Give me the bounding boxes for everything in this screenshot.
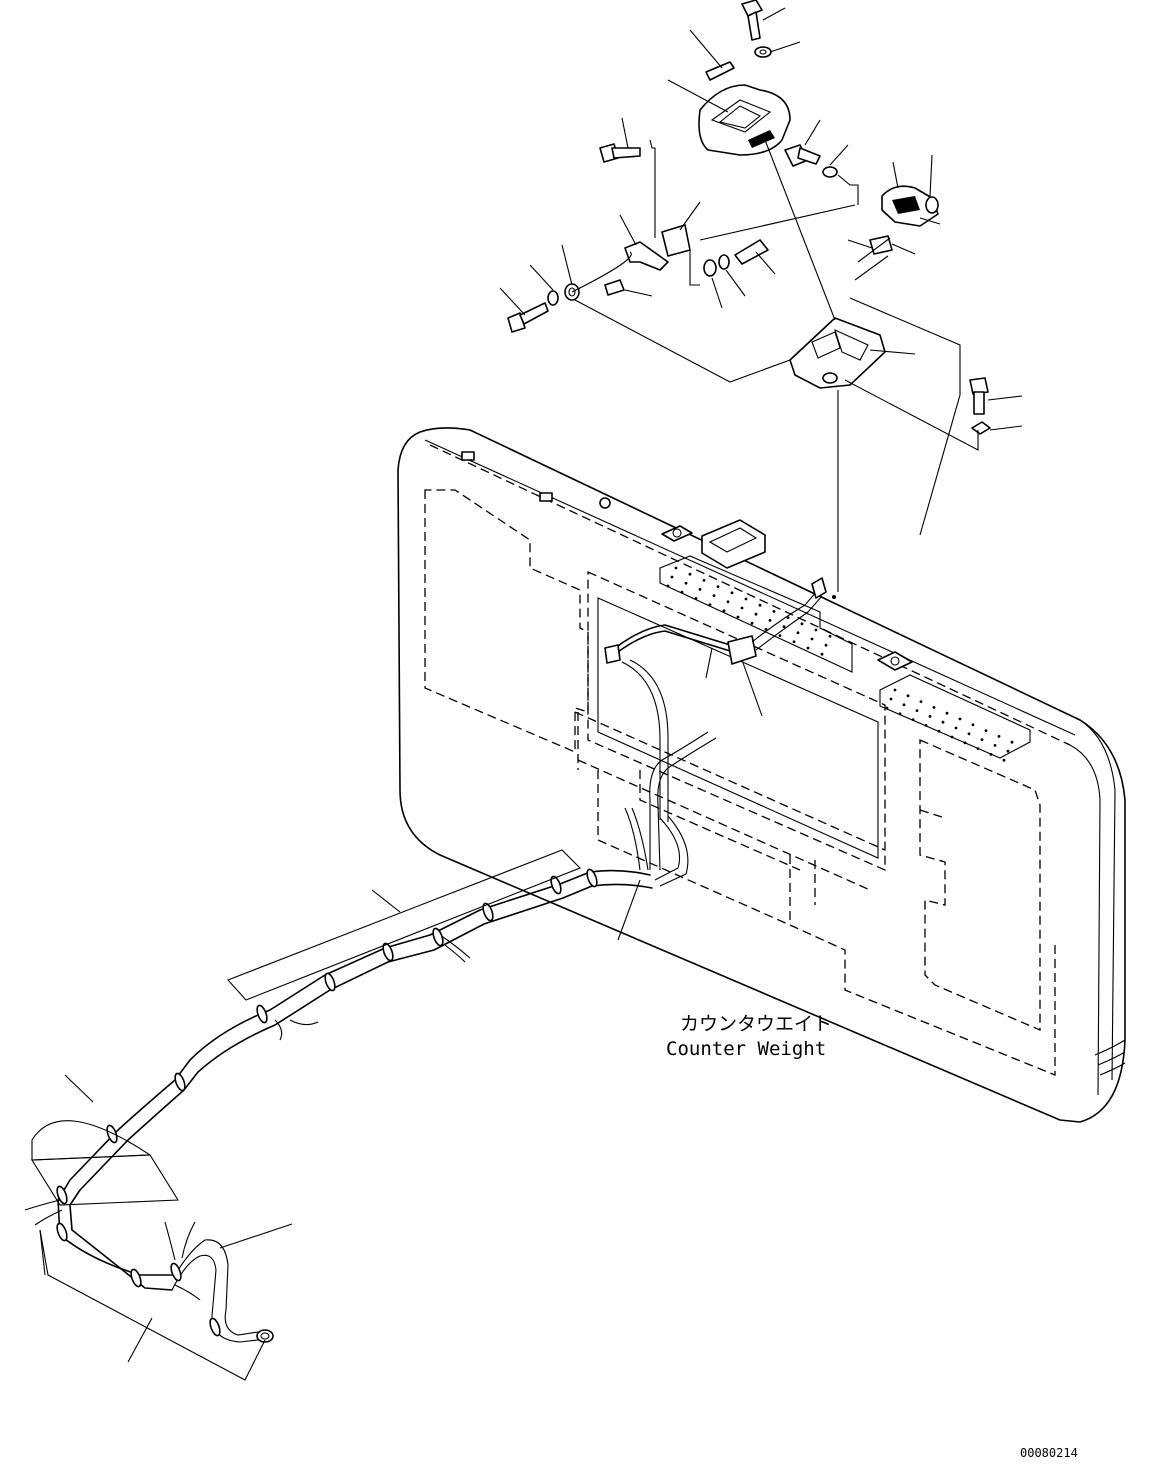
harness-clamp — [550, 875, 562, 895]
plate-dot — [814, 628, 818, 632]
harness-callout-boxes — [31, 849, 581, 1381]
harness-clamp — [586, 868, 598, 888]
counterweight-label-jp: カウンタウエイト — [680, 1013, 832, 1035]
harness-clamp — [482, 902, 494, 922]
plate-dot — [954, 726, 958, 730]
plate-dot — [1006, 749, 1010, 753]
plate-dot — [945, 711, 949, 715]
figure-number: 00080214 — [1020, 1446, 1078, 1460]
plate-dot — [915, 709, 919, 712]
plate-dot — [722, 609, 726, 613]
harness-clamp — [324, 972, 336, 992]
plate-dot — [730, 591, 734, 595]
harness-clamp — [130, 1268, 142, 1288]
plate-dot — [898, 712, 902, 716]
plate-dot — [778, 634, 782, 637]
plate-dot — [963, 741, 967, 745]
leader-lines — [64, 7, 1023, 1363]
plate-dot — [993, 744, 997, 747]
plate-dot — [684, 581, 688, 585]
plate-dot — [698, 588, 702, 591]
plate-dot — [937, 729, 941, 733]
harness-clamp — [209, 1317, 221, 1337]
counterweight-body — [397, 427, 1126, 1123]
plate-dot — [740, 606, 744, 610]
harness-clamp — [432, 927, 444, 947]
plate-dot — [824, 643, 828, 647]
plate-dot — [736, 615, 740, 619]
plate-dot — [885, 706, 889, 710]
plate-dot — [911, 718, 915, 721]
plate-dot — [712, 594, 716, 597]
reference-lines — [571, 139, 979, 592]
plate-dot — [666, 584, 670, 588]
plate-dot — [976, 747, 980, 750]
plate-dot — [806, 646, 810, 650]
plate-dot — [1010, 740, 1014, 744]
plate-dot — [670, 575, 674, 579]
plate-dot — [800, 622, 804, 626]
plate-dot — [924, 724, 928, 727]
plate-dot — [716, 585, 720, 588]
work-lamp-assembly — [507, 0, 991, 435]
counterweight-label-en: Counter Weight — [666, 1038, 826, 1060]
plate-dot — [680, 590, 684, 594]
plate-dot — [1002, 758, 1006, 762]
plate-dot — [928, 715, 932, 718]
plate-dot — [902, 703, 906, 707]
plate-dot — [758, 603, 762, 607]
plate-dot — [958, 717, 962, 721]
plate-dot — [997, 735, 1001, 738]
plate-dot — [694, 597, 698, 600]
harness-clamp — [56, 1185, 68, 1205]
harness-clamp — [170, 1262, 182, 1282]
plate-dot — [688, 572, 692, 576]
plate-dot — [941, 720, 945, 724]
harness-clamp — [106, 1124, 118, 1144]
plate-dot — [792, 640, 796, 644]
plate-dot — [674, 566, 678, 570]
plate-dot — [967, 732, 971, 736]
plate-dot — [726, 600, 730, 604]
plate-dot — [932, 706, 936, 709]
plate-dot — [984, 729, 988, 732]
main-harness — [24, 731, 717, 1343]
plate-dot — [702, 579, 706, 582]
plate-dot — [980, 738, 984, 741]
plate-dot — [906, 694, 910, 698]
plate-dot — [708, 603, 712, 606]
plate-dot — [754, 612, 758, 616]
harness-clamp — [56, 1222, 68, 1242]
plate-dot — [950, 735, 954, 739]
plate-dots — [666, 566, 1014, 762]
plate-dot — [796, 631, 800, 635]
plate-dot — [750, 621, 754, 625]
lamp-harness — [604, 577, 836, 822]
harness-clamp — [382, 942, 394, 962]
plate-dot — [810, 637, 814, 641]
harness-clamps — [56, 868, 598, 1337]
plate-dot — [768, 619, 772, 622]
plate-dot — [971, 723, 975, 727]
plate-dot — [782, 625, 786, 628]
plate-dot — [919, 700, 923, 703]
plate-dot — [828, 634, 832, 638]
harness-clamp — [256, 1004, 268, 1024]
plate-dot — [820, 652, 824, 656]
plate-dot — [744, 597, 748, 601]
plate-dot — [772, 610, 776, 613]
plate-dot — [893, 688, 897, 692]
harness-clamp — [174, 1072, 186, 1092]
plate-dot — [989, 753, 993, 756]
plate-dot — [889, 697, 893, 701]
